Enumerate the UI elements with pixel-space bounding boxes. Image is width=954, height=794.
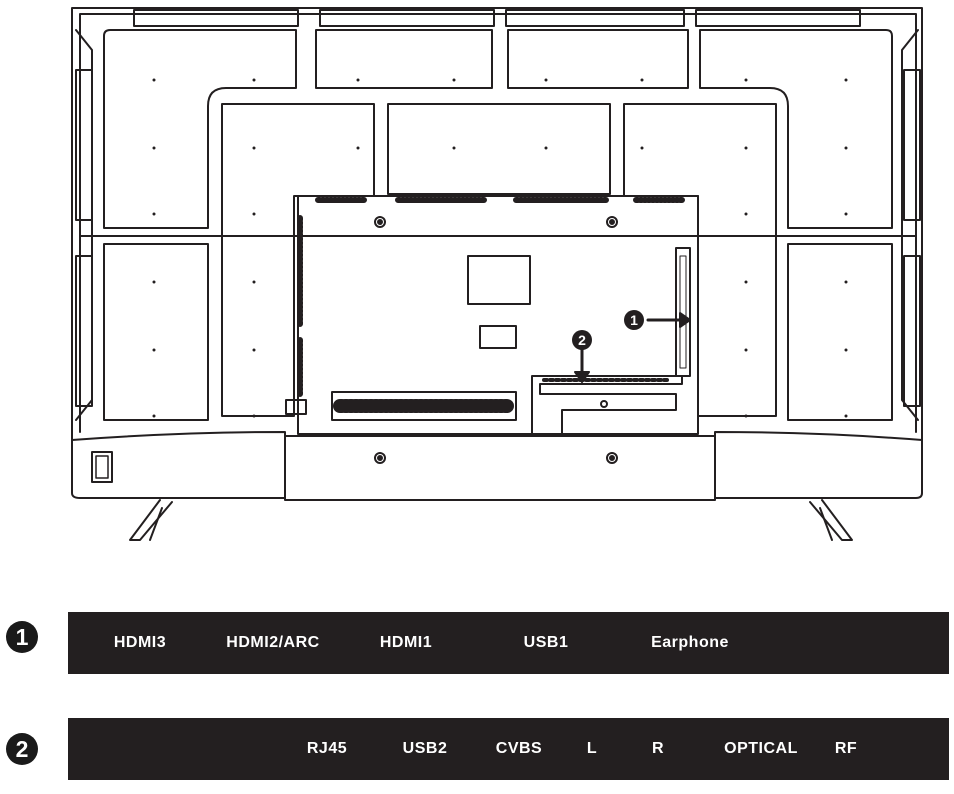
callout-marker-2: 2	[572, 330, 592, 350]
bottom-port-panel	[531, 375, 683, 435]
screw-holes	[374, 216, 618, 464]
side-rails	[75, 29, 921, 421]
tv-stands	[129, 499, 853, 541]
port-label-cvbs: CVBS	[495, 740, 543, 757]
port-bar-2: RJ45 USB2 CVBS L R OPTICAL RF	[68, 718, 949, 780]
vent-grille-bottom	[331, 391, 517, 421]
side-port-panel	[675, 247, 691, 377]
svg-text:1: 1	[630, 312, 638, 328]
callout-arrow-2	[574, 348, 590, 383]
tv-bottom-center	[284, 435, 716, 501]
label-plate	[467, 255, 531, 305]
tv-rear-diagram: 1 2	[71, 7, 923, 541]
port-label-l: L	[586, 740, 598, 757]
mounting-dots	[152, 78, 848, 418]
label-small	[479, 325, 517, 349]
port-label-rj45: RJ45	[306, 740, 348, 757]
power-socket	[91, 451, 113, 483]
port-label-usb2: USB2	[402, 740, 448, 757]
tv-back-outline	[71, 7, 923, 441]
port-bar-1: HDMI3 HDMI2/ARC HDMI1 USB1 Earphone	[68, 612, 949, 674]
tv-inner-frame	[79, 13, 917, 433]
middle-panels	[79, 103, 917, 421]
port-label-hdmi3: HDMI3	[113, 634, 167, 651]
port-label-optical: OPTICAL	[724, 740, 798, 757]
port-label-hdmi2-arc: HDMI2/ARC	[226, 634, 320, 651]
tv-bottom-bezel	[71, 439, 923, 499]
port-label-earphone: Earphone	[651, 634, 729, 651]
svg-text:2: 2	[578, 332, 586, 348]
port-label-r: R	[651, 740, 665, 757]
port-label-hdmi1: HDMI1	[379, 634, 433, 651]
top-panels	[103, 9, 893, 229]
callout-marker-1: 1	[624, 310, 644, 330]
callout-arrow-1	[646, 312, 691, 328]
port-label-rf: RF	[834, 740, 858, 757]
legend-marker-1: 1	[6, 621, 38, 653]
legend-marker-2: 2	[6, 733, 38, 765]
port-label-usb1: USB1	[523, 634, 569, 651]
